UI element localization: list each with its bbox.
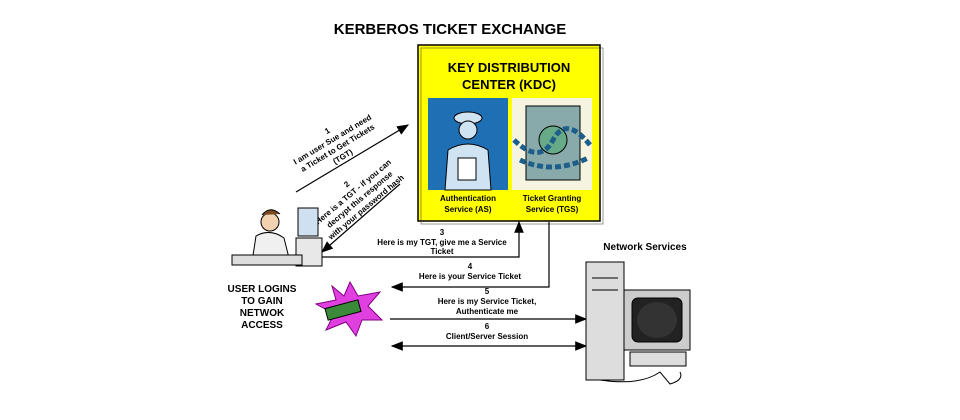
arrow-step-1 [295, 124, 410, 193]
tgs-label-2: Service (TGS) [526, 205, 579, 214]
network-server-icon [585, 261, 691, 385]
step-4-text: Here is your Service Ticket [419, 272, 521, 281]
arrow-step-4 [390, 222, 550, 292]
step-5-text-1: Here is my Service Ticket, [438, 297, 537, 306]
tgs-label-1: Ticket Granting [523, 194, 582, 203]
kdc-title-2: CENTER (KDC) [462, 77, 556, 92]
user-computer-icon [231, 207, 323, 267]
step-4-num: 4 [468, 262, 473, 271]
authentication-officer-icon [428, 98, 508, 191]
step-3-num: 3 [440, 228, 445, 237]
network-services-label: Network Services [603, 242, 687, 253]
step-3-text-2: Ticket [431, 247, 454, 256]
vault-chain-icon [512, 98, 592, 190]
step-6-text: Client/Server Session [446, 332, 528, 341]
svg-text:1: 1 [323, 126, 332, 136]
svg-text:NETWOK: NETWOK [240, 308, 285, 319]
step-5-text-2: Authenticate me [456, 307, 519, 316]
as-label-2: Service (AS) [444, 205, 491, 214]
svg-text:USER LOGINS: USER LOGINS [228, 284, 297, 295]
svg-text:2: 2 [342, 179, 352, 189]
arrow-step-2 [321, 183, 401, 253]
arrow-step-3 [320, 220, 524, 258]
kdc-box: KEY DISTRIBUTION CENTER (KDC) Authentica… [417, 44, 604, 225]
svg-text:TO GAIN: TO GAIN [241, 296, 282, 307]
ticket-exchange-starburst-icon [314, 280, 384, 338]
step-3-text-1: Here is my TGT, give me a Service [377, 238, 507, 247]
svg-text:ACCESS: ACCESS [241, 320, 283, 331]
step-5-num: 5 [485, 287, 490, 296]
svg-text:decrypt this response: decrypt this response [325, 169, 395, 230]
diagram-title: KERBEROS TICKET EXCHANGE [334, 21, 567, 38]
user-label: USER LOGINS TO GAIN NETWOK ACCESS [228, 284, 297, 331]
step-2-label: 2 Here is a TGT - if you can decrypt thi… [314, 158, 406, 243]
step-6-num: 6 [485, 322, 490, 331]
kdc-title-1: KEY DISTRIBUTION [448, 60, 571, 75]
as-label-1: Authentication [440, 194, 496, 203]
